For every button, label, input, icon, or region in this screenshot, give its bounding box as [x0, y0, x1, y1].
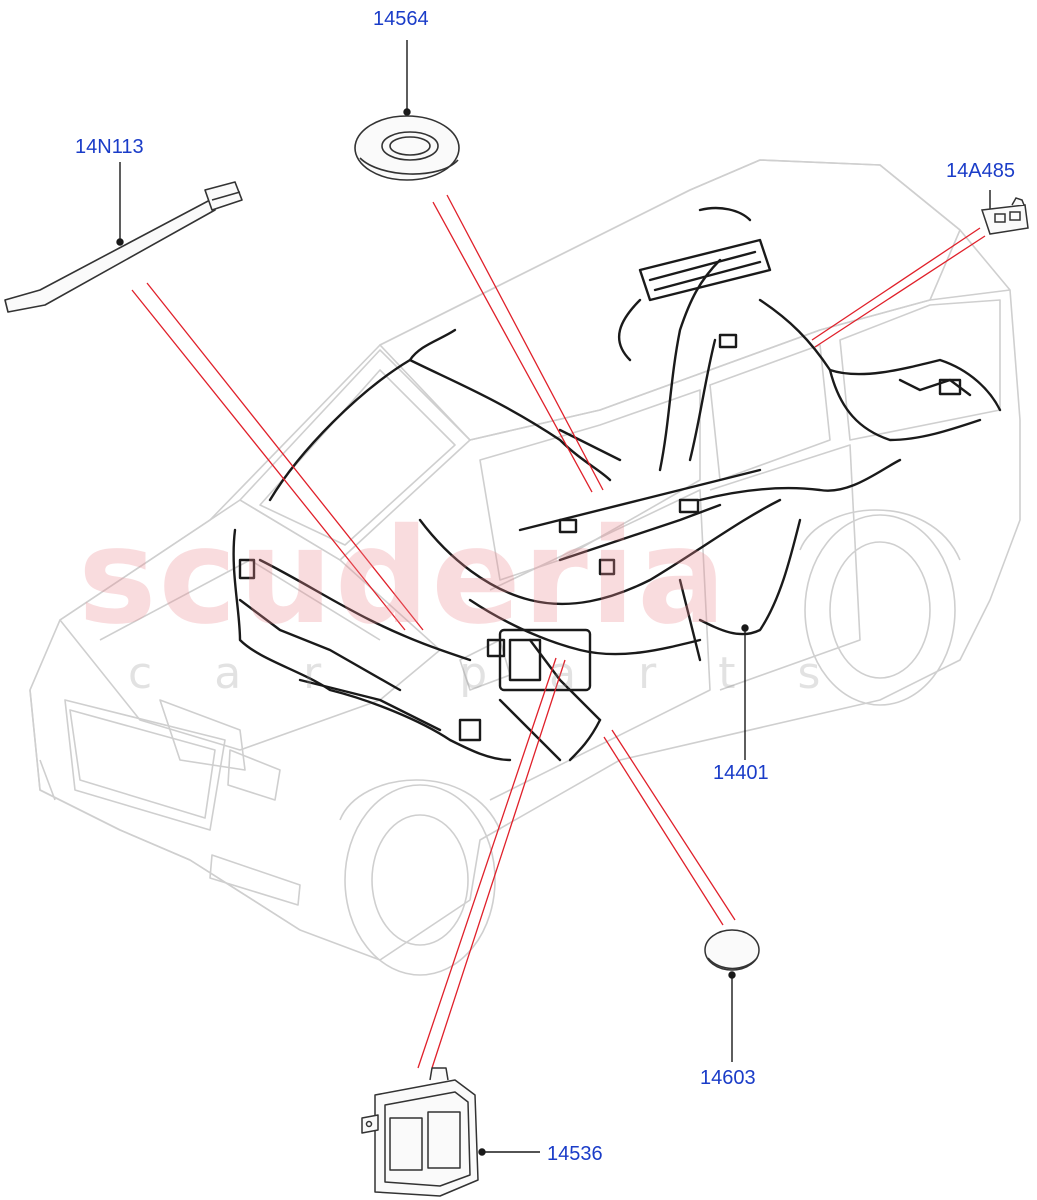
watermark-brand: scuderia [78, 500, 729, 654]
vehicle-outline [29, 159, 1021, 976]
leader-lines-red [131, 194, 986, 1069]
callout-14N113[interactable]: 14N113 [75, 136, 144, 158]
callout-14564[interactable]: 14564 [373, 8, 429, 30]
part-14A485-clip [980, 197, 1029, 235]
callout-14401[interactable]: 14401 [713, 762, 769, 784]
part-14536-bracket [361, 1067, 479, 1197]
callout-14603[interactable]: 14603 [700, 1067, 756, 1089]
part-14603-grommet [704, 929, 760, 971]
part-14564-grommet [354, 115, 460, 181]
callout-14536[interactable]: 14536 [547, 1143, 603, 1165]
wiring-harness [232, 206, 1002, 762]
part-14N113-cable-tie [4, 181, 243, 313]
watermark-subtitle: car parts [128, 648, 883, 699]
callout-14A485[interactable]: 14A485 [946, 160, 1015, 182]
